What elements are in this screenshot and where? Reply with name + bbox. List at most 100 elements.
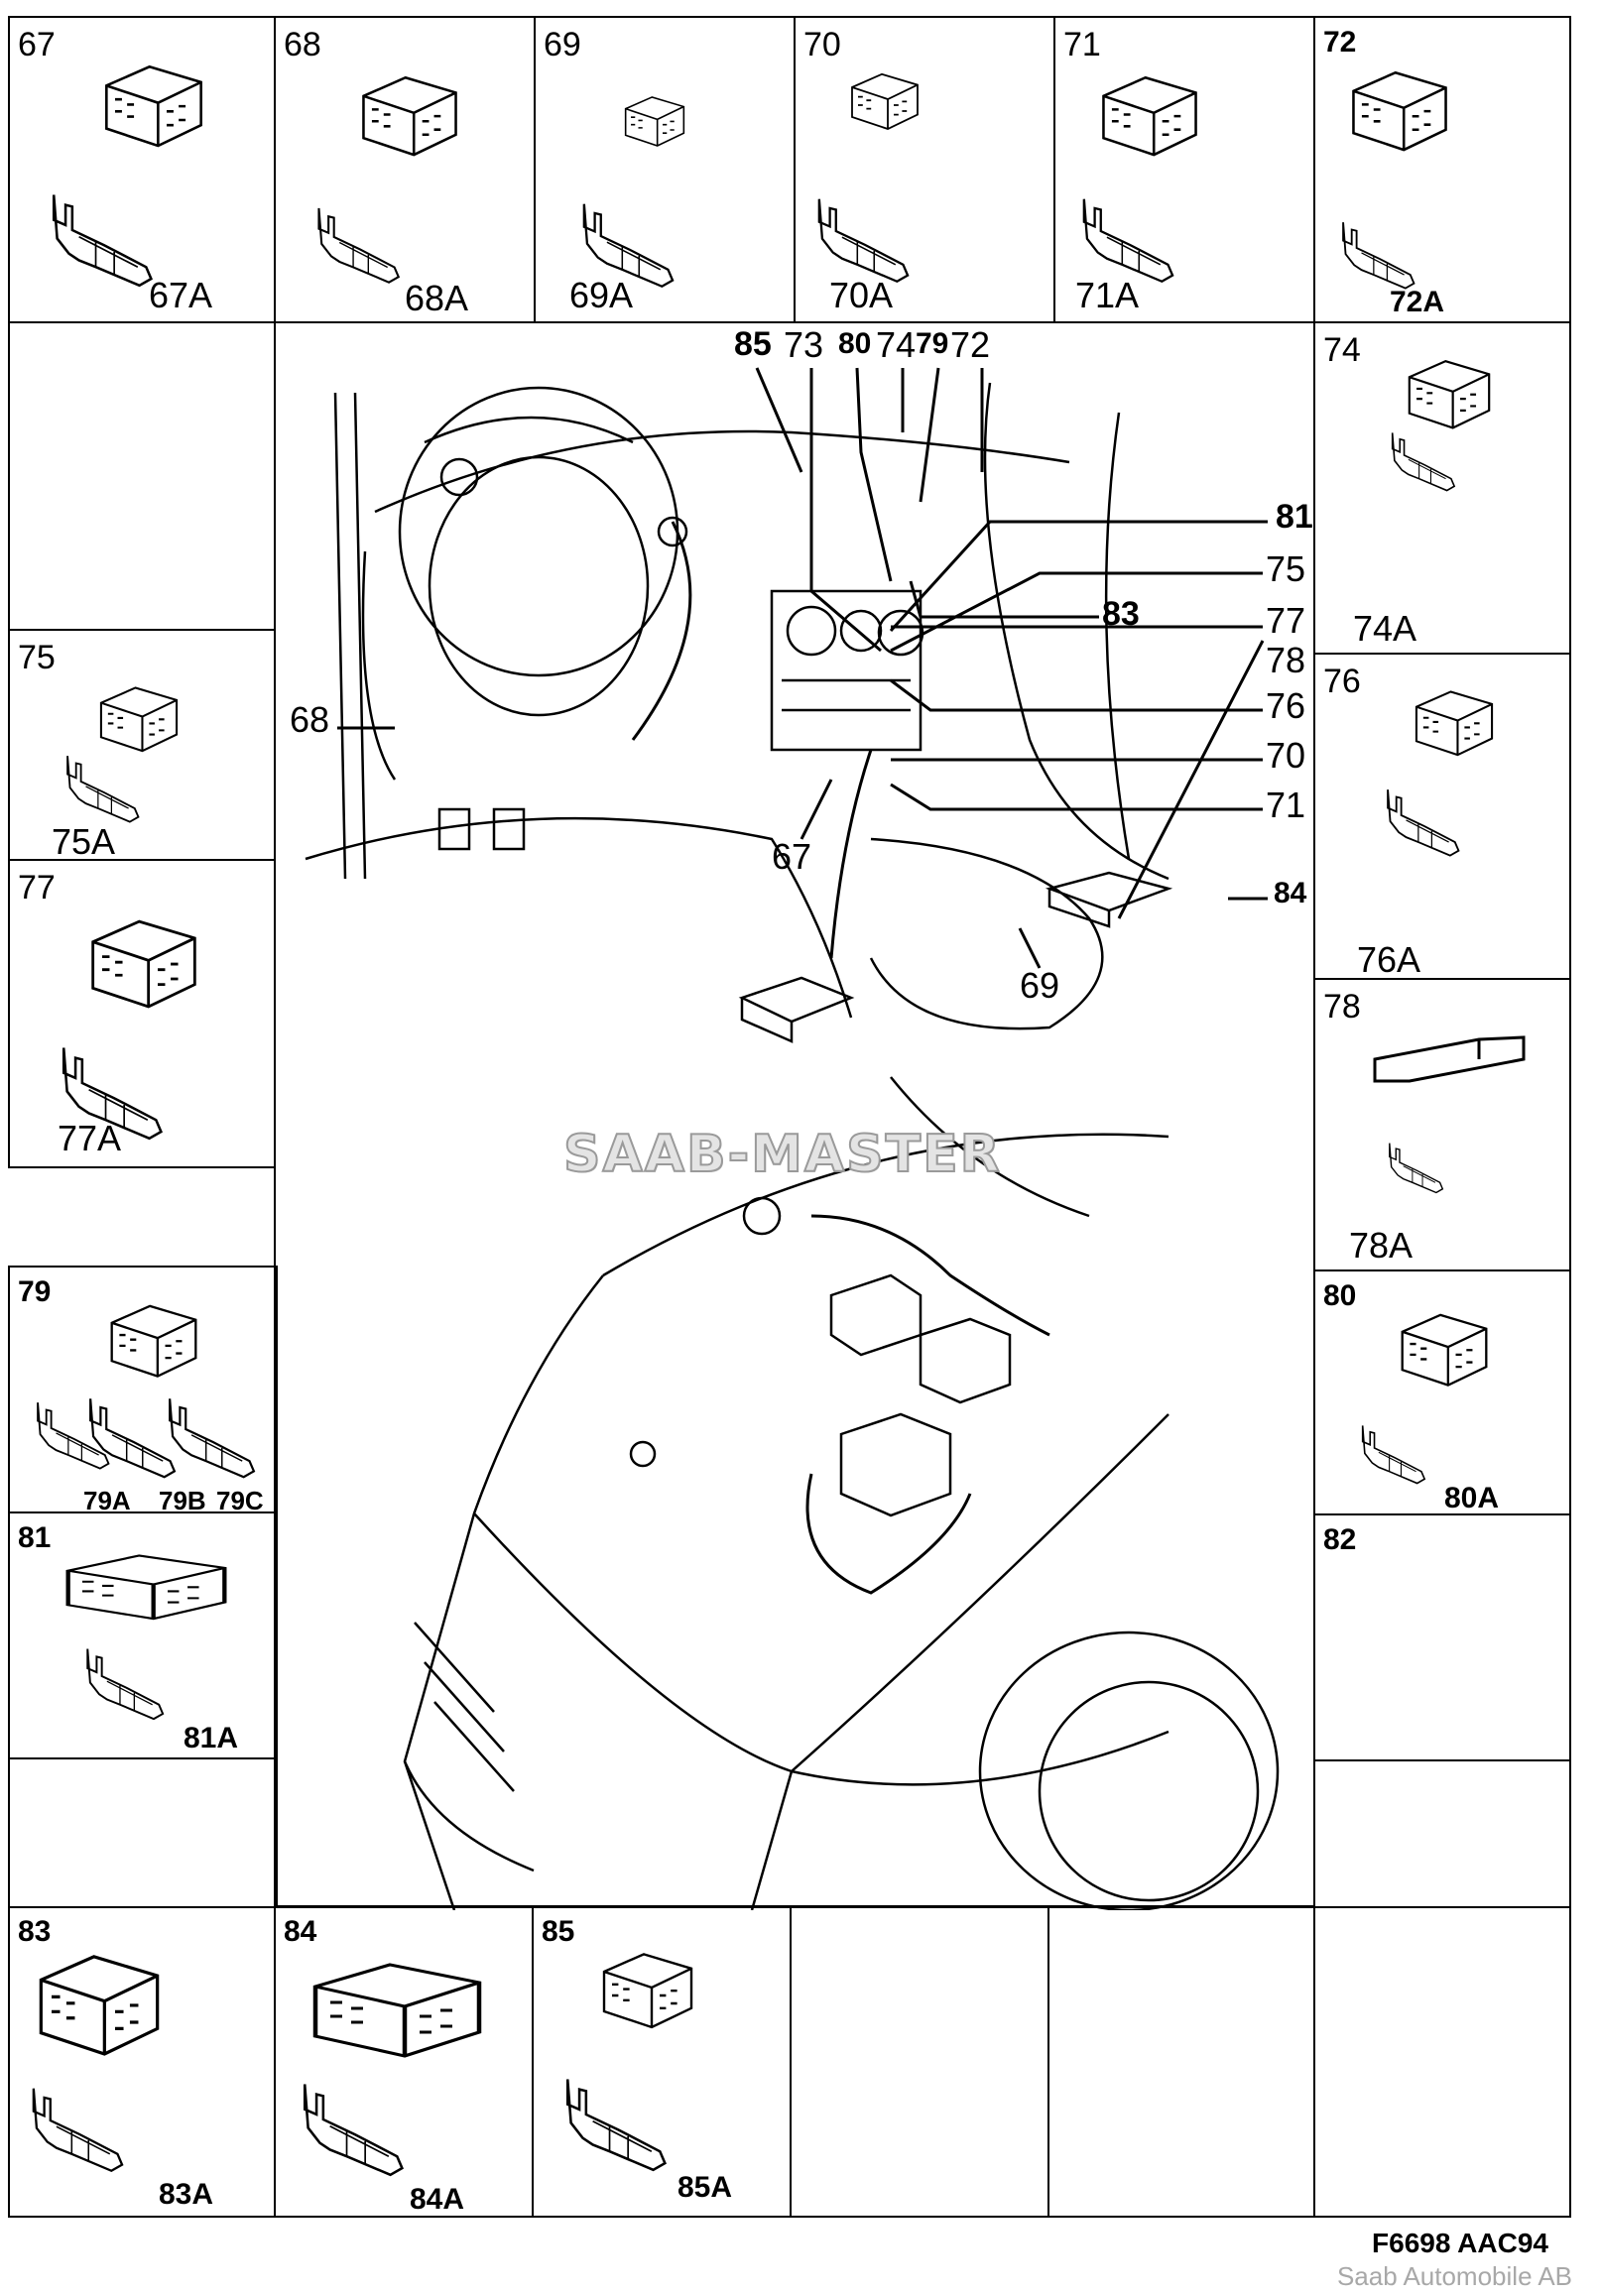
connector-housing-icon	[615, 87, 694, 157]
terminal-label: 68A	[405, 278, 469, 318]
empty-cell	[790, 1905, 1049, 2218]
callout-81: 81	[1276, 498, 1313, 536]
connector-housing-icon	[1085, 62, 1214, 172]
terminal-pin-icon	[20, 2081, 139, 2180]
terminal-pin-icon	[1325, 1420, 1464, 1490]
connector-housing-icon	[1335, 58, 1464, 167]
connector-cell-70: 70 70A	[794, 16, 1055, 323]
terminal-label-c: 79C	[216, 1486, 264, 1515]
connector-housing-icon	[588, 1932, 707, 2051]
callout-71: 71	[1266, 785, 1306, 825]
connector-number: 67	[18, 26, 56, 63]
connector-cell-79: 79 79A 79B 79C	[8, 1266, 278, 1515]
callout-76: 76	[1266, 685, 1306, 726]
connector-cell-81: 81 81A	[8, 1511, 278, 1759]
connector-cell-69: 69 69A	[534, 16, 796, 323]
connector-number: 79	[18, 1275, 52, 1308]
terminal-pin-icon	[286, 2076, 425, 2185]
connector-housing-icon	[40, 1543, 253, 1632]
connector-number: 85	[542, 1915, 575, 1948]
connector-cell-78: 78 78A	[1313, 978, 1571, 1271]
connector-number: 72	[1323, 26, 1357, 59]
terminal-label: 72A	[1390, 286, 1445, 318]
callout-69: 69	[1020, 965, 1060, 1006]
connector-number: 78	[1323, 988, 1361, 1026]
connector-cell-74: 74 74A	[1313, 321, 1571, 655]
callout-80: 80	[838, 327, 872, 360]
connector-number: 68	[284, 26, 321, 63]
publisher-credit: Saab Automobile AB	[1336, 2261, 1572, 2291]
callout-72: 72	[950, 324, 991, 365]
connector-number: 75	[18, 639, 56, 676]
empty-cell	[8, 321, 276, 631]
terminal-label: 84A	[410, 2183, 465, 2216]
terminal-label: 80A	[1444, 1482, 1500, 1514]
connector-number: 80	[1323, 1279, 1357, 1312]
terminal-pin-icon	[1350, 784, 1499, 863]
connector-number: 82	[1323, 1523, 1357, 1556]
connector-cell-85: 85 85A	[532, 1905, 792, 2218]
connector-number: 71	[1063, 26, 1101, 63]
callout-73: 73	[784, 324, 824, 365]
watermark-logo: SAAB-MASTER	[562, 1124, 1002, 1185]
connector-housing-icon	[89, 48, 218, 167]
callout-78: 78	[1266, 640, 1306, 680]
connector-cell-71: 71 71A	[1053, 16, 1315, 323]
callout-77: 77	[1266, 600, 1306, 641]
terminal-label-b: 79B	[159, 1486, 206, 1515]
connector-number: 83	[18, 1915, 52, 1948]
terminal-label: 74A	[1353, 608, 1417, 649]
terminal-pin-icon	[45, 1642, 208, 1727]
connector-cell-77: 77 77A	[8, 859, 276, 1168]
connector-number: 74	[1323, 331, 1361, 369]
connector-number: 77	[18, 869, 56, 906]
connector-housing-icon	[1395, 679, 1514, 769]
terminal-label-a: 79A	[83, 1486, 131, 1515]
terminal-label: 76A	[1357, 939, 1421, 980]
callout-75: 75	[1266, 548, 1306, 589]
callout-68: 68	[290, 699, 330, 740]
connector-housing-icon	[1370, 1029, 1529, 1089]
callout-74: 74	[876, 324, 917, 365]
terminal-label: 83A	[159, 2178, 214, 2211]
connector-cell-68: 68 68A	[274, 16, 536, 323]
terminal-pin-icon	[1350, 427, 1499, 497]
callout-70: 70	[1266, 735, 1306, 776]
callout-leader-lines	[337, 367, 1268, 969]
terminal-label: 69A	[569, 275, 634, 315]
terminal-label: 75A	[52, 821, 116, 862]
connector-housing-icon	[69, 1292, 238, 1391]
connector-housing-icon	[74, 901, 213, 1029]
connector-chart-sheet: 67 67A 68 68A 69 69A 70 70A 71 71A 72 72…	[8, 16, 1571, 2275]
connector-housing-icon	[286, 1947, 509, 2076]
callout-83: 83	[1102, 595, 1140, 633]
connector-housing-icon	[345, 62, 474, 172]
terminal-label: 85A	[677, 2171, 733, 2204]
connector-number: 69	[544, 26, 581, 63]
callout-67: 67	[772, 836, 812, 877]
terminal-pin-icon	[544, 2071, 692, 2180]
terminal-label: 70A	[829, 275, 894, 315]
cell-spacer	[1313, 1759, 1571, 1908]
callout-84: 84	[1274, 877, 1307, 909]
callout-79: 79	[916, 327, 949, 360]
vehicle-outline-drawing	[305, 382, 1280, 1912]
connector-housing-icon	[1365, 1301, 1524, 1400]
terminal-label: 81A	[184, 1722, 239, 1754]
connector-cell-84: 84 84A	[274, 1905, 534, 2218]
connector-number: 70	[803, 26, 841, 63]
connector-cell-82: 82	[1313, 1513, 1571, 1761]
terminal-label: 78A	[1349, 1225, 1414, 1266]
connector-cell-72: 72 72A	[1313, 16, 1571, 323]
connector-number: 84	[284, 1915, 317, 1948]
figure-code: F6698 AAC94	[1372, 2228, 1548, 2258]
connector-number: 81	[18, 1521, 52, 1554]
terminal-pin-icon-c	[149, 1391, 278, 1486]
empty-cell	[1047, 1905, 1315, 2218]
terminal-label: 67A	[149, 275, 213, 315]
connector-housing-icon	[20, 1932, 179, 2081]
connector-cell-83: 83 83A	[8, 1905, 276, 2218]
terminal-pin-icon	[1335, 216, 1424, 296]
connector-number: 76	[1323, 663, 1361, 700]
connector-cell-67: 67 67A	[8, 16, 276, 323]
